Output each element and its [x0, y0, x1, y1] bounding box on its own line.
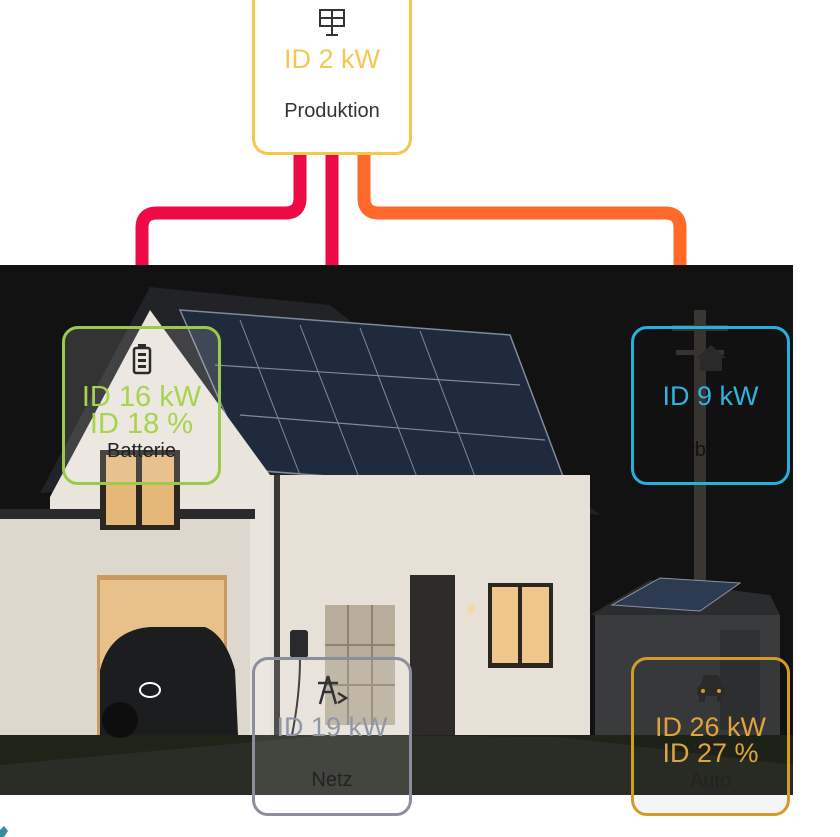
production-value: ID 2 kW — [283, 44, 380, 74]
battery-icon — [131, 343, 153, 380]
house-scene-image — [0, 265, 793, 795]
grid-card[interactable]: ID 19 kW Netz — [252, 657, 412, 816]
power-pylon-icon — [314, 674, 350, 711]
flow-line-production-consumption — [357, 155, 687, 265]
consumption-label: Verbrauch — [664, 439, 757, 461]
house-icon — [694, 343, 728, 378]
car-icon — [694, 672, 728, 709]
car-label: Auto — [689, 770, 732, 792]
production-card[interactable]: ID 2 kW Produktion — [252, 0, 412, 155]
grid-value: ID 19 kW — [276, 712, 388, 742]
grid-label: Netz — [311, 769, 353, 791]
consumption-card[interactable]: ID 9 kW Verbrauch — [631, 326, 790, 485]
production-label: Produktion — [284, 100, 380, 122]
battery-percent-value: ID 18 % — [89, 408, 194, 440]
consumption-value: ID 9 kW — [662, 381, 759, 411]
solar-panel-icon — [315, 6, 349, 45]
battery-card[interactable]: ID 16 kW ID 18 % Batterie — [62, 326, 221, 485]
car-power-value: ID 26 kW — [654, 712, 767, 742]
car-percent-value: ID 27 % — [662, 738, 759, 768]
battery-power-value: ID 16 kW — [81, 381, 202, 413]
corner-decoration — [0, 826, 8, 837]
battery-label: Batterie — [107, 440, 176, 462]
car-card[interactable]: ID 26 kW ID 27 % Auto — [631, 657, 790, 816]
flow-line-production-battery — [135, 155, 307, 265]
